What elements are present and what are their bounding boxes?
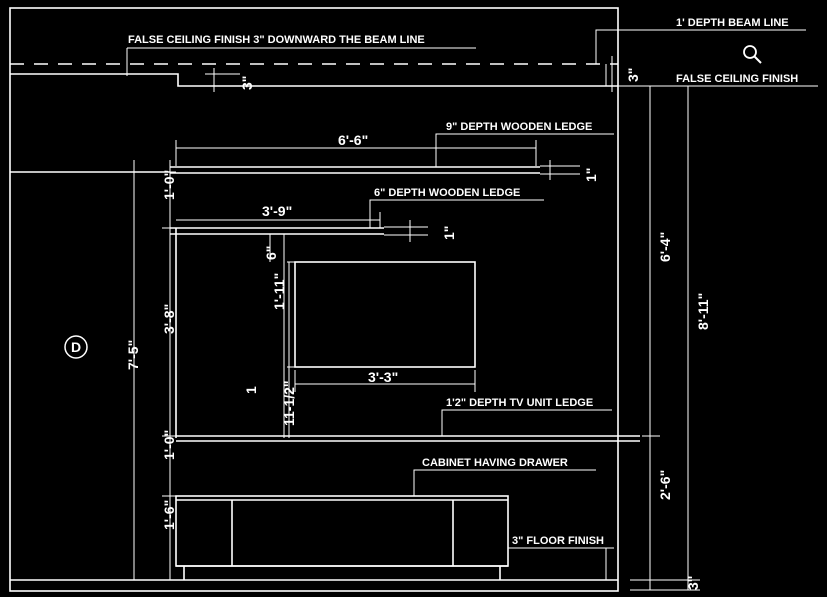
dim-3-9: 3'-9" (262, 203, 292, 219)
dim-1-0-mid: 1'-0" (161, 430, 177, 460)
dim-7-5: 7'-5" (125, 340, 141, 370)
tv-screen (294, 261, 476, 368)
dim-1-6: 1'-6" (161, 500, 177, 530)
dim-3in-right: 3" (625, 68, 641, 82)
false-ceiling-line (10, 73, 618, 87)
dim-1in-b: 1" (441, 226, 457, 240)
dim-3in-bottom: 3" (685, 576, 701, 590)
beam-leader (595, 29, 806, 64)
dim-1: 1 (243, 386, 259, 394)
elevation-tag: D (64, 335, 88, 359)
leader-tv-ledge (441, 409, 612, 436)
dim-1-0-top: 1'-0" (161, 170, 177, 200)
label-tv-unit-ledge: 1'2" DEPTH TV UNIT LEDGE (446, 397, 593, 409)
dim-11-half: 11-1/2" (281, 380, 297, 426)
dim-3in-top: 3" (239, 76, 255, 90)
leader-cabinet (413, 469, 596, 496)
leader-ledge-6 (369, 199, 544, 228)
label-beam-line: 1' DEPTH BEAM LINE (676, 17, 789, 29)
magnifier-icon[interactable] (743, 45, 762, 64)
label-cabinet: CABINET HAVING DRAWER (422, 457, 568, 469)
dim-3-3: 3'-3" (368, 369, 398, 385)
dim-1in-a: 1" (583, 168, 599, 182)
room-outline (9, 7, 619, 592)
label-wooden-ledge-9: 9" DEPTH WOODEN LEDGE (446, 121, 592, 133)
leader-ledge-9 (435, 133, 614, 167)
dim-2-6: 2'-6" (657, 470, 673, 500)
label-false-ceiling-finish: FALSE CEILING FINISH (676, 73, 798, 85)
cabinet-body (175, 495, 509, 567)
dim-1-11: 1'-11" (271, 273, 287, 310)
dim-3-8: 3'-8" (161, 304, 177, 334)
svg-text:D: D (71, 339, 81, 355)
label-false-ceiling: FALSE CEILING FINISH 3" DOWNWARD THE BEA… (128, 34, 425, 46)
dim-6-4: 6'-4" (657, 232, 673, 262)
dim-6-6: 6'-6" (338, 132, 368, 148)
label-floor-finish: 3" FLOOR FINISH (512, 535, 604, 547)
dim-8-11: 8'-11" (695, 293, 711, 330)
dim-6in: 6" (263, 246, 279, 260)
label-wooden-ledge-6: 6" DEPTH WOODEN LEDGE (374, 187, 520, 199)
